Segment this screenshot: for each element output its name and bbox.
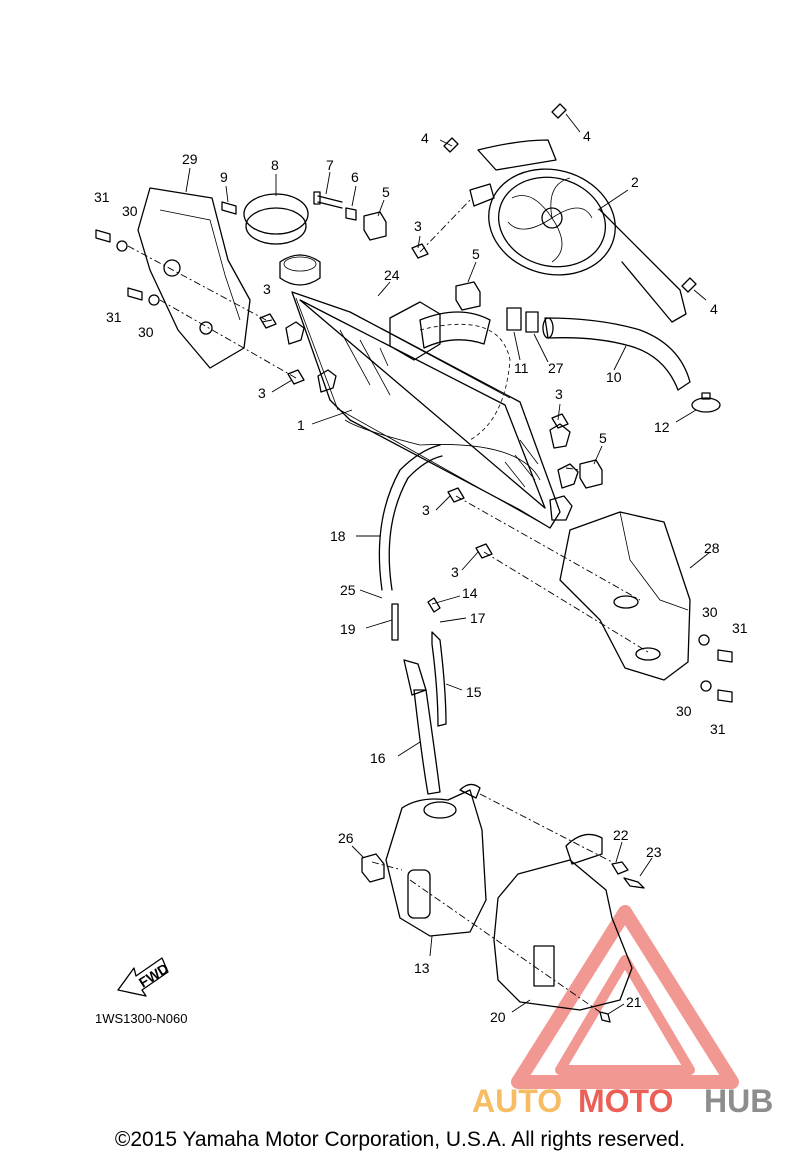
callout-31: 31 (732, 620, 748, 636)
breather-hoses (378, 444, 447, 795)
fan-bolts (443, 103, 697, 293)
callout-26: 26 (338, 830, 354, 846)
fwd-arrow: FWD (117, 957, 171, 997)
watermark-logo (511, 905, 739, 1089)
callout-14: 14 (462, 585, 478, 601)
callout-3: 3 (414, 218, 422, 234)
callout-18: 18 (330, 528, 346, 544)
callout-30: 30 (122, 203, 138, 219)
cover-bolts (95, 229, 733, 703)
cooling-fan (469, 139, 687, 323)
left-radiator-cover (137, 187, 251, 369)
callout-3: 3 (263, 281, 271, 297)
callout-15: 15 (466, 684, 482, 700)
callout-19: 19 (340, 621, 356, 637)
diagram-code: 1WS1300-N060 (95, 1011, 188, 1026)
callout-16: 16 (370, 750, 386, 766)
callout-4: 4 (710, 301, 718, 317)
copyright-notice: ©2015 Yamaha Motor Corporation, U.S.A. A… (114, 1128, 686, 1151)
callout-3: 3 (422, 502, 430, 518)
callout-3: 3 (258, 385, 266, 401)
callout-5: 5 (599, 430, 607, 446)
bolts-and-cap (221, 191, 357, 245)
callout-13: 13 (414, 960, 430, 976)
coolant-reservoir (361, 783, 487, 937)
callout-29: 29 (182, 151, 198, 167)
callout-30: 30 (702, 604, 718, 620)
right-radiator-cover (559, 511, 691, 681)
callout-5: 5 (472, 246, 480, 262)
callout-30: 30 (676, 703, 692, 719)
callout-11: 11 (514, 360, 529, 376)
radiator-hose-10 (542, 317, 721, 413)
callout-6: 6 (351, 169, 359, 185)
callout-28: 28 (704, 540, 720, 556)
callout-10: 10 (606, 369, 622, 385)
callout-9: 9 (220, 169, 228, 185)
callout-4: 4 (583, 128, 591, 144)
callout-17: 17 (470, 610, 486, 626)
callout-25: 25 (340, 582, 356, 598)
callout-30: 30 (138, 324, 154, 340)
radiator-core (279, 254, 579, 529)
callout-3: 3 (555, 386, 563, 402)
watermark-part-moto: MOTO (578, 1083, 673, 1119)
watermark-part-hub: HUB (704, 1083, 773, 1119)
watermark-text: AUTO MOTO HUB (472, 1083, 773, 1119)
callout-20: 20 (490, 1009, 506, 1025)
callout-8: 8 (271, 157, 279, 173)
callout-31: 31 (710, 721, 726, 737)
leader-lines (185, 113, 711, 1015)
callout-27: 27 (548, 360, 564, 376)
hose-clips (506, 307, 539, 333)
callout-23: 23 (646, 844, 662, 860)
speed-nuts (259, 243, 569, 559)
callout-labels: 1 2 3 3 3 3 3 3 4 4 4 5 5 5 6 7 8 9 10 1… (94, 128, 748, 1025)
callout-12: 12 (654, 419, 670, 435)
callout-3: 3 (451, 564, 459, 580)
callout-31: 31 (106, 309, 122, 325)
assembly-lines (127, 197, 649, 1013)
callout-24: 24 (384, 267, 400, 283)
callout-31: 31 (94, 189, 110, 205)
callout-1: 1 (297, 417, 305, 433)
reservoir-bolts (599, 861, 645, 1023)
callout-4: 4 (421, 130, 429, 146)
callout-22: 22 (613, 827, 629, 843)
callout-5: 5 (382, 184, 390, 200)
callout-7: 7 (326, 157, 334, 173)
callout-2: 2 (631, 174, 639, 190)
watermark-part-auto: AUTO (472, 1083, 562, 1119)
callout-21: 21 (626, 994, 642, 1010)
